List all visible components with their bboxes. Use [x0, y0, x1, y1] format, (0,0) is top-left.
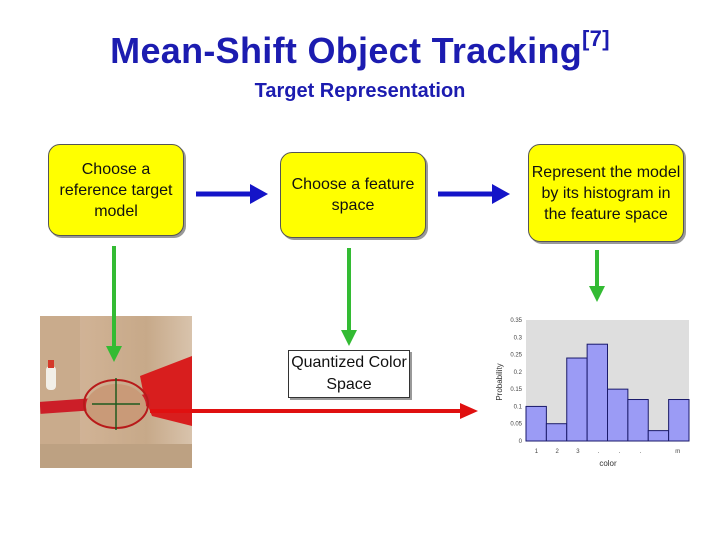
histogram-bar: [525, 405, 547, 442]
y-tick-label: 0.25: [510, 353, 522, 359]
reference-scene: [40, 316, 192, 468]
step-box-quantized: Quantized Color Space: [288, 350, 410, 398]
y-tick-label: 0.15: [510, 387, 522, 393]
y-tick-label: 0.3: [514, 335, 523, 341]
step-label-choose-reference: Choose a reference target model: [59, 160, 173, 220]
step-box-choose-reference: Choose a reference target model: [48, 144, 184, 236]
arrow-red: [150, 403, 478, 419]
histogram-bar: [627, 399, 649, 442]
y-tick-label: 0.1: [514, 404, 523, 410]
page-subtitle: Target Representation: [254, 80, 466, 102]
histogram-bar: [607, 388, 629, 442]
x-tick-label: .: [639, 449, 641, 455]
page-title: Mean-Shift Object Tracking[7]: [0, 26, 720, 72]
y-tick-label: 0.35: [510, 318, 522, 324]
scene-bottle-cap: [48, 360, 54, 368]
step-box-represent-model: Represent the model by its histogram in …: [528, 144, 684, 242]
step-box-choose-feature: Choose a feature space: [280, 152, 426, 238]
y-tick-label: 0.2: [514, 370, 523, 376]
scene-red-sleeve: [140, 356, 192, 426]
chart-xlabel: color: [599, 459, 617, 468]
step-label-quantized: Quantized Color Space: [291, 354, 407, 393]
color-histogram-chart: Probability color 0 0.05 0.1 0.15 0.2 0.25 0.3…: [495, 318, 690, 468]
arrow-blue-2: [438, 184, 510, 204]
histogram-bar: [586, 343, 608, 442]
histogram-bar: [668, 399, 690, 442]
target-ellipse: [83, 378, 149, 430]
title-citation: [7]: [582, 26, 610, 51]
x-tick-label: 3: [576, 449, 580, 455]
x-tick-label: m: [675, 449, 680, 455]
histogram-bar: [545, 423, 568, 442]
scene-floor: [40, 444, 192, 468]
arrow-green-1: [106, 246, 122, 362]
arrow-blue-1: [196, 184, 268, 204]
step-label-choose-feature: Choose a feature space: [291, 176, 415, 214]
scene-wall-shade: [40, 316, 80, 468]
histogram-bar: [647, 430, 670, 442]
histogram-bar: [566, 357, 588, 442]
chart-ylabel: Probability: [495, 363, 504, 400]
title-text: Mean-Shift Object Tracking: [110, 30, 583, 71]
x-tick-label: 1: [535, 449, 539, 455]
y-tick-label: 0: [519, 439, 523, 445]
x-tick-label: .: [598, 449, 600, 455]
x-tick-label: .: [619, 449, 621, 455]
arrow-green-3: [589, 250, 605, 302]
y-tick-label: 0.05: [510, 422, 522, 428]
scene-bottle: [46, 366, 56, 390]
step-label-represent-model: Represent the model by its histogram in …: [531, 163, 681, 223]
arrow-green-2: [341, 248, 357, 346]
x-tick-label: 2: [556, 449, 560, 455]
